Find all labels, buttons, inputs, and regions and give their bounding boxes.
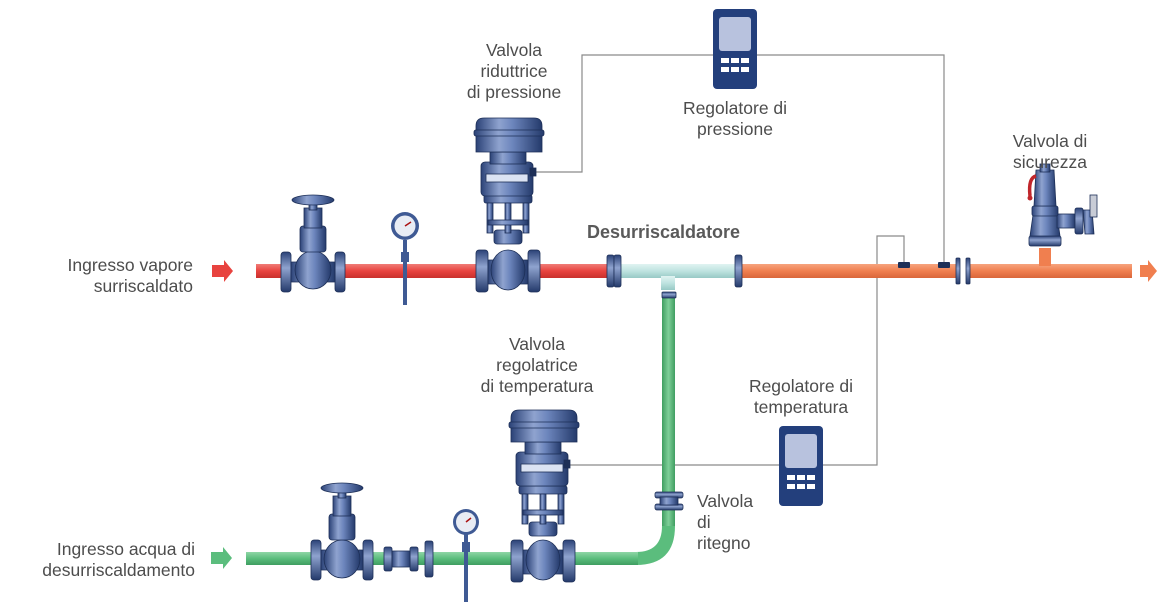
water-strainer-icon — [383, 540, 434, 578]
flanges — [606, 254, 971, 511]
pressure-controller-icon — [713, 9, 757, 89]
temperature-valve-label: Valvola regolatrice di temperatura — [462, 334, 612, 397]
steam-inlet-label: Ingresso vapore surriscaldato — [8, 255, 194, 297]
safety-valve-label: Valvola di sicurezza — [985, 131, 1115, 173]
check-valve-label-line-2: di — [697, 512, 711, 532]
check-valve-label: Valvola di ritegno — [697, 491, 777, 554]
check-valve-icon — [659, 496, 679, 506]
pressure-valve-label: Valvola riduttrice di pressione — [444, 40, 584, 103]
water-inlet-label: Ingresso acqua di desurriscaldamento — [0, 539, 195, 581]
water-thermometer-icon — [453, 509, 479, 602]
safety-valve-label-line-2: sicurezza — [1013, 152, 1087, 172]
temperature-regulating-valve-icon — [508, 409, 580, 583]
pressure-controller-label-line-2: pressione — [697, 119, 773, 139]
pressure-controller-label: Regolatore di pressione — [660, 98, 810, 140]
pressure-reducing-valve-icon — [473, 117, 545, 293]
steam-thermometer-icon — [391, 212, 419, 305]
temperature-controller-label: Regolatore di temperatura — [727, 376, 875, 418]
pressure-controller-label-line-1: Regolatore di — [682, 98, 788, 118]
temperature-valve-label-line-3: di temperatura — [480, 376, 594, 396]
check-valve-label-line-3: ritegno — [697, 533, 751, 553]
steam-inlet-arrow — [212, 260, 233, 282]
safety-valve-icon — [1027, 163, 1098, 247]
temperature-valve-label-line-1: Valvola — [508, 334, 566, 354]
temperature-controller-label-line-1: Regolatore di — [748, 376, 854, 396]
temperature-signal-line — [566, 235, 905, 466]
steam-inlet-label-line-2: surriscaldato — [93, 276, 193, 296]
water-inlet-arrow — [211, 547, 232, 569]
outlet-pipe — [742, 248, 1132, 278]
steam-inlet-label-line-1: Ingresso vapore — [67, 255, 194, 275]
temperature-valve-label-line-2: regolatrice — [496, 355, 578, 375]
outlet-arrow — [1140, 260, 1157, 282]
desuperheater-pipe — [618, 264, 740, 290]
safety-valve-label-line-1: Valvola di — [1012, 131, 1088, 151]
pressure-valve-label-line-1: Valvola — [485, 40, 543, 60]
pressure-valve-label-line-2: riduttrice — [480, 61, 548, 81]
water-isolation-valve-icon — [310, 482, 374, 581]
water-inlet-label-line-2: desurriscaldamento — [42, 560, 195, 580]
signal-lines — [536, 54, 945, 466]
temperature-controller-icon — [779, 426, 823, 506]
pressure-valve-label-line-3: di pressione — [466, 82, 562, 102]
water-inlet-label-line-1: Ingresso acqua di — [56, 539, 195, 559]
steam-isolation-valve-icon — [280, 194, 346, 293]
pressure-signal-line — [536, 54, 945, 264]
check-valve-label-line-1: Valvola — [697, 491, 754, 511]
sensor-stubs — [898, 262, 950, 268]
desuperheater-label: Desurriscaldatore — [587, 222, 741, 242]
temperature-controller-label-line-2: temperatura — [753, 397, 849, 417]
